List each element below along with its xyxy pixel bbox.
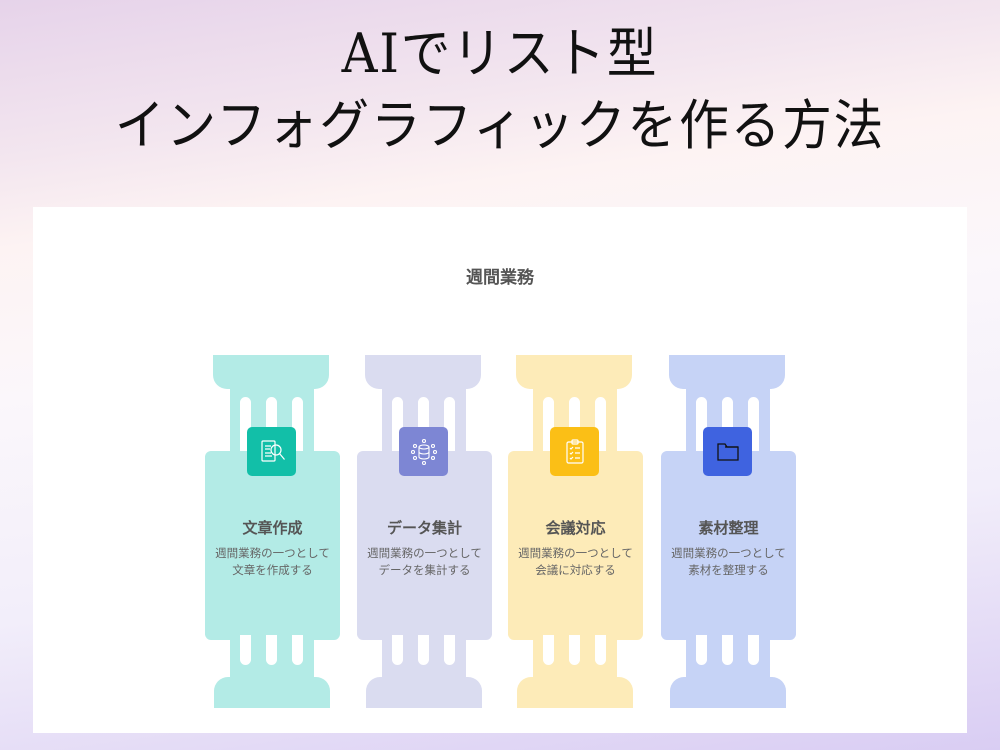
infographic-heading: 週間業務 (466, 268, 534, 288)
clipboard-checklist-icon (550, 427, 599, 476)
pillar-item: 文章作成 週間業務の一つとして文章を作成する (205, 355, 340, 708)
pillar-shaft-lower (533, 635, 617, 680)
pillar-description: 週間業務の一つとしてデータを集計する (367, 546, 482, 577)
pillar-body (508, 451, 643, 640)
pillar-item: データ集計 週間業務の一つとしてデータを集計する (357, 355, 492, 708)
pillar-base (214, 677, 330, 708)
pillar-label: 会議対応 (545, 519, 606, 537)
page-title: AIでリスト型 インフォグラフィックを作る方法 (40, 18, 960, 162)
infographic-panel: 週間業務 文章作成 週間業務の一つとして文章を作成する (33, 207, 967, 733)
pillar-description: 週間業務の一つとして会議に対応する (518, 546, 633, 577)
folder-icon (703, 427, 752, 476)
title-line-1: AIでリスト型 (341, 22, 659, 85)
pillar-base (366, 677, 482, 708)
pillar-item: 素材整理 週間業務の一つとして素材を整理する (661, 355, 796, 708)
database-network-icon (399, 427, 448, 476)
pillar-shaft (230, 377, 314, 457)
pillar-label: 素材整理 (698, 519, 759, 537)
pillar-base (517, 677, 633, 708)
pillar-base (670, 677, 786, 708)
document-search-icon (247, 427, 296, 476)
pillar-item: 会議対応 週間業務の一つとして会議に対応する (508, 355, 643, 708)
pillar-shaft-lower (686, 635, 770, 680)
pillar-description: 週間業務の一つとして素材を整理する (671, 546, 786, 577)
pillar-label: データ集計 (386, 519, 462, 537)
pillar-shaft-lower (230, 635, 314, 680)
pillar-body (205, 451, 340, 640)
pillar-label: 文章作成 (242, 519, 303, 537)
pillar-body (661, 451, 796, 640)
pillar-description: 週間業務の一つとして文章を作成する (215, 546, 330, 577)
pillar-body (357, 451, 492, 640)
title-line-2: インフォグラフィックを作る方法 (114, 94, 886, 157)
pillar-shaft-lower (382, 635, 466, 680)
